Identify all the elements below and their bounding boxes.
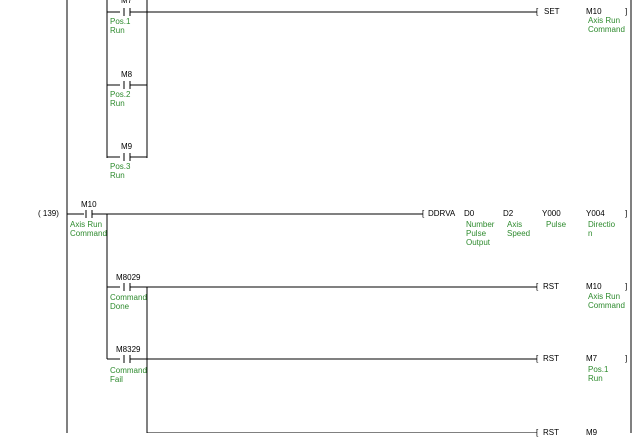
contact-m8329-device: M8329	[116, 345, 141, 354]
operand-d0-comment-2: Pulse	[466, 229, 487, 238]
contact-m8-comment-2: Run	[110, 99, 125, 108]
contact-m8029-comment-1: Command	[110, 293, 147, 302]
contact-m9-comment-1: Pos.3	[110, 162, 131, 171]
set-device: M10	[586, 7, 602, 16]
rst3-device: M9	[586, 428, 598, 437]
rst1-open-bracket: [	[536, 282, 539, 291]
rst3-open-bracket: [	[536, 428, 539, 437]
operand-d2-comment-1: Axis	[507, 220, 523, 229]
contact-m10-comment-1: Axis Run	[70, 220, 103, 229]
rst2-comment-2: Run	[588, 374, 603, 383]
operand-y000-comment-1: Pulse	[546, 220, 567, 229]
contact-m7-comment-1: Pos.1	[110, 17, 131, 26]
set-comment-1: Axis Run	[588, 16, 621, 25]
set-open-bracket: [	[536, 7, 539, 16]
contact-m8329-comment-2: Fail	[110, 375, 123, 384]
ddrva-close-bracket: ]	[625, 209, 628, 218]
contact-m7-comment-2: Run	[110, 26, 125, 35]
operand-y004-device: Y004	[586, 209, 605, 218]
contact-m8029-device: M8029	[116, 273, 141, 282]
contact-m9-device: M9	[121, 142, 133, 151]
contact-m10-device: M10	[81, 200, 97, 209]
contact-m9-comment-2: Run	[110, 171, 125, 180]
rst1-command: RST	[543, 282, 559, 291]
rst2-comment-1: Pos.1	[588, 365, 609, 374]
rung2-wires	[67, 210, 537, 433]
operand-d0-device: D0	[464, 209, 475, 218]
rst3-command: RST	[543, 428, 559, 437]
rst1-device: M10	[586, 282, 602, 291]
set-close-bracket: ]	[625, 7, 628, 16]
contact-m10-comment-2: Command	[70, 229, 107, 238]
operand-d0-comment-1: Number	[466, 220, 495, 229]
contact-m8-device: M8	[121, 70, 133, 79]
set-command: SET	[544, 7, 560, 16]
rst2-close-bracket: ]	[625, 354, 628, 363]
operand-y004-comment-2: n	[588, 229, 593, 238]
contact-m8329-comment-1: Command	[110, 366, 147, 375]
rst1-close-bracket: ]	[625, 282, 628, 291]
rst1-comment-2: Command	[588, 301, 625, 310]
rung1-wires	[106, 0, 537, 161]
contact-m8029-comment-2: Done	[110, 302, 130, 311]
rst1-comment-1: Axis Run	[588, 292, 621, 301]
rst2-command: RST	[543, 354, 559, 363]
operand-y000-device: Y000	[542, 209, 561, 218]
contact-m8-comment-1: Pos.2	[110, 90, 131, 99]
operand-y004-comment-1: Directio	[588, 220, 616, 229]
operand-d2-device: D2	[503, 209, 514, 218]
operand-d0-comment-3: Output	[466, 238, 491, 247]
ddrva-open-bracket: [	[422, 209, 425, 218]
operand-d2-comment-2: Speed	[507, 229, 531, 238]
contact-m7-device: M7	[121, 0, 133, 5]
rst2-open-bracket: [	[536, 354, 539, 363]
set-comment-2: Command	[588, 25, 625, 34]
step-number: ( 139)	[38, 209, 59, 218]
rst2-device: M7	[586, 354, 598, 363]
ddrva-instruction: DDRVA	[428, 209, 456, 218]
